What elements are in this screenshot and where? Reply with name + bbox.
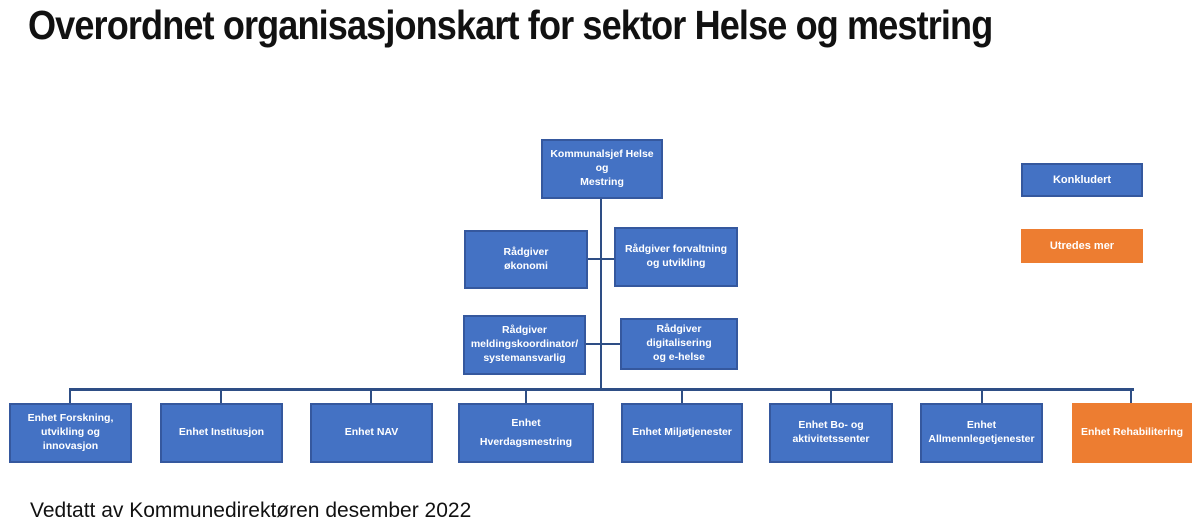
org-box-radgiver-forvaltning-utvikling: Rådgiver forvaltning og utvikling <box>614 227 738 287</box>
connector-stub-8 <box>1130 389 1132 404</box>
org-box-enhet-institusjon: Enhet Institusjon <box>160 403 283 463</box>
org-box-radgiver-meldingskoordinator: Rådgiver meldingskoordinator/ systemansv… <box>463 315 586 375</box>
org-box-radgiver-digitalisering-ehelse: Rådgiver digitalisering og e-helse <box>620 318 738 370</box>
connector-stub-7 <box>981 389 983 404</box>
connector-units-horizontal <box>69 388 1134 391</box>
org-box-enhet-rehabilitering: Enhet Rehabilitering <box>1072 403 1192 463</box>
footer-note: Vedtatt av Kommunedirektøren desember 20… <box>30 499 472 522</box>
connector-stub-3 <box>370 389 372 404</box>
connector-stub-6 <box>830 389 832 404</box>
connector-stub-2 <box>220 389 222 404</box>
connector-advisors-bottom <box>586 343 621 345</box>
org-box-enhet-allmennlegetjenester: Enhet Allmennlegetjenester <box>920 403 1043 463</box>
page-title: Overordnet organisasjonskart for sektor … <box>28 2 993 48</box>
connector-stub-1 <box>69 389 71 404</box>
org-box-radgiver-okonomi: Rådgiver økonomi <box>464 230 588 289</box>
connector-advisors-top <box>588 258 615 260</box>
org-box-enhet-nav: Enhet NAV <box>310 403 433 463</box>
org-box-enhet-miljotjenester: Enhet Miljøtjenester <box>621 403 743 463</box>
legend-utredes-mer: Utredes mer <box>1021 229 1143 263</box>
connector-stub-5 <box>681 389 683 404</box>
org-box-enhet-hverdagsmestring: Enhet Hverdagsmestring <box>458 403 594 463</box>
connector-stub-4 <box>525 389 527 404</box>
connector-trunk <box>600 198 602 390</box>
org-box-enhet-forskning-utvikling-innovasjon: Enhet Forskning, utvikling og innovasjon <box>9 403 132 463</box>
legend-konkludert: Konkludert <box>1021 163 1143 197</box>
org-box-kommunalsjef: Kommunalsjef Helse og Mestring <box>541 139 663 199</box>
org-box-enhet-bo-og-aktivitetssenter: Enhet Bo- og aktivitetssenter <box>769 403 893 463</box>
